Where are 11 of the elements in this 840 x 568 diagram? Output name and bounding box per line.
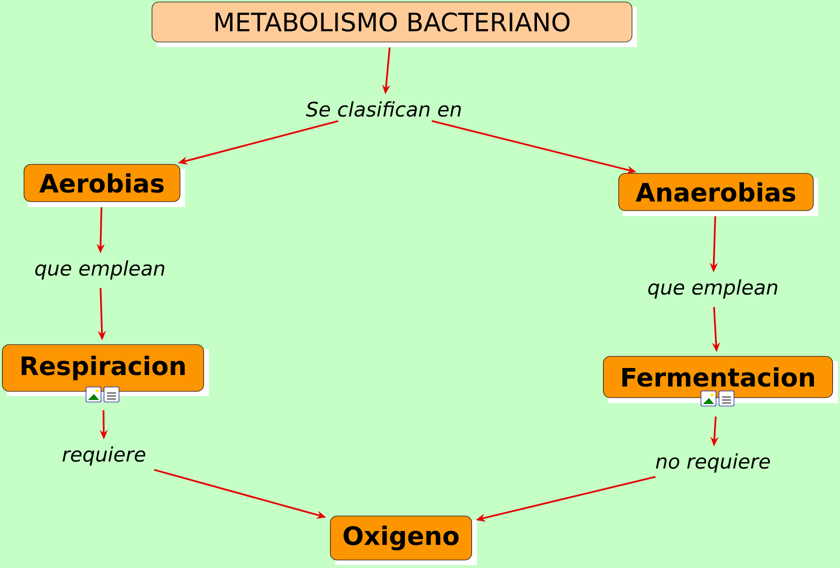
linking-phrase: que emplean: [648, 279, 778, 299]
concept-box: Respiracion: [2, 344, 209, 396]
concept-box: Aerobias: [24, 164, 185, 207]
linking-phrase: requiere: [62, 446, 146, 466]
linking-phrase: que emplean: [35, 260, 164, 280]
concept-box: Fermentacion: [603, 356, 838, 403]
title-box: METABOLISMO BACTERIANO: [152, 2, 637, 47]
linking-phrase: Se clasifican en: [306, 101, 461, 117]
concept-box: Oxigeno: [330, 516, 477, 565]
concept-box: Anaerobias: [618, 173, 818, 216]
linking-phrase: no requiere: [656, 453, 770, 473]
